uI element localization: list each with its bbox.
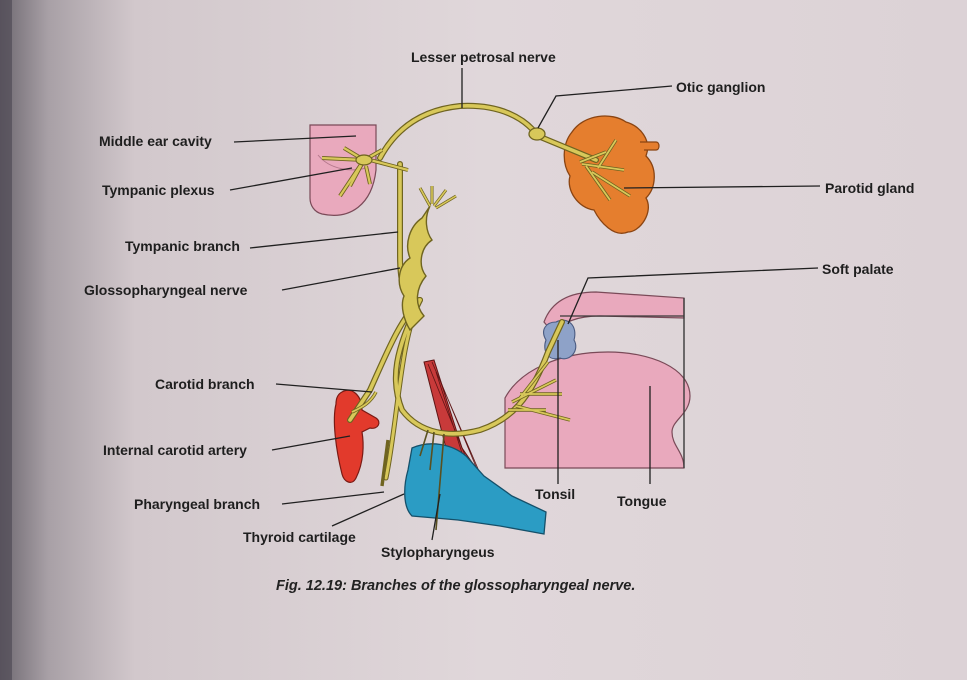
label-parotid-gland: Parotid gland bbox=[825, 180, 914, 196]
label-tonsil: Tonsil bbox=[535, 486, 575, 502]
label-tympanic-branch: Tympanic branch bbox=[125, 238, 240, 254]
label-thyroid-cartilage: Thyroid cartilage bbox=[243, 529, 356, 545]
label-stylopharyngeus: Stylopharyngeus bbox=[381, 544, 495, 560]
left-page-shadow bbox=[0, 0, 12, 680]
label-internal-carotid-artery: Internal carotid artery bbox=[103, 442, 247, 458]
label-middle-ear-cavity: Middle ear cavity bbox=[99, 133, 212, 149]
label-pharyngeal-branch: Pharyngeal branch bbox=[134, 496, 260, 512]
label-lesser-petrosal-nerve: Lesser petrosal nerve bbox=[411, 49, 556, 65]
label-tongue: Tongue bbox=[617, 493, 667, 509]
label-otic-ganglion: Otic ganglion bbox=[676, 79, 765, 95]
tympanic-plexus-node bbox=[356, 155, 372, 165]
figure-caption: Fig. 12.19: Branches of the glossopharyn… bbox=[276, 578, 635, 594]
label-soft-palate: Soft palate bbox=[822, 261, 894, 277]
label-glossopharyngeal-nerve: Glossopharyngeal nerve bbox=[84, 282, 247, 298]
label-carotid-branch: Carotid branch bbox=[155, 376, 255, 392]
otic-ganglion-node bbox=[529, 128, 545, 140]
label-tympanic-plexus: Tympanic plexus bbox=[102, 182, 215, 198]
